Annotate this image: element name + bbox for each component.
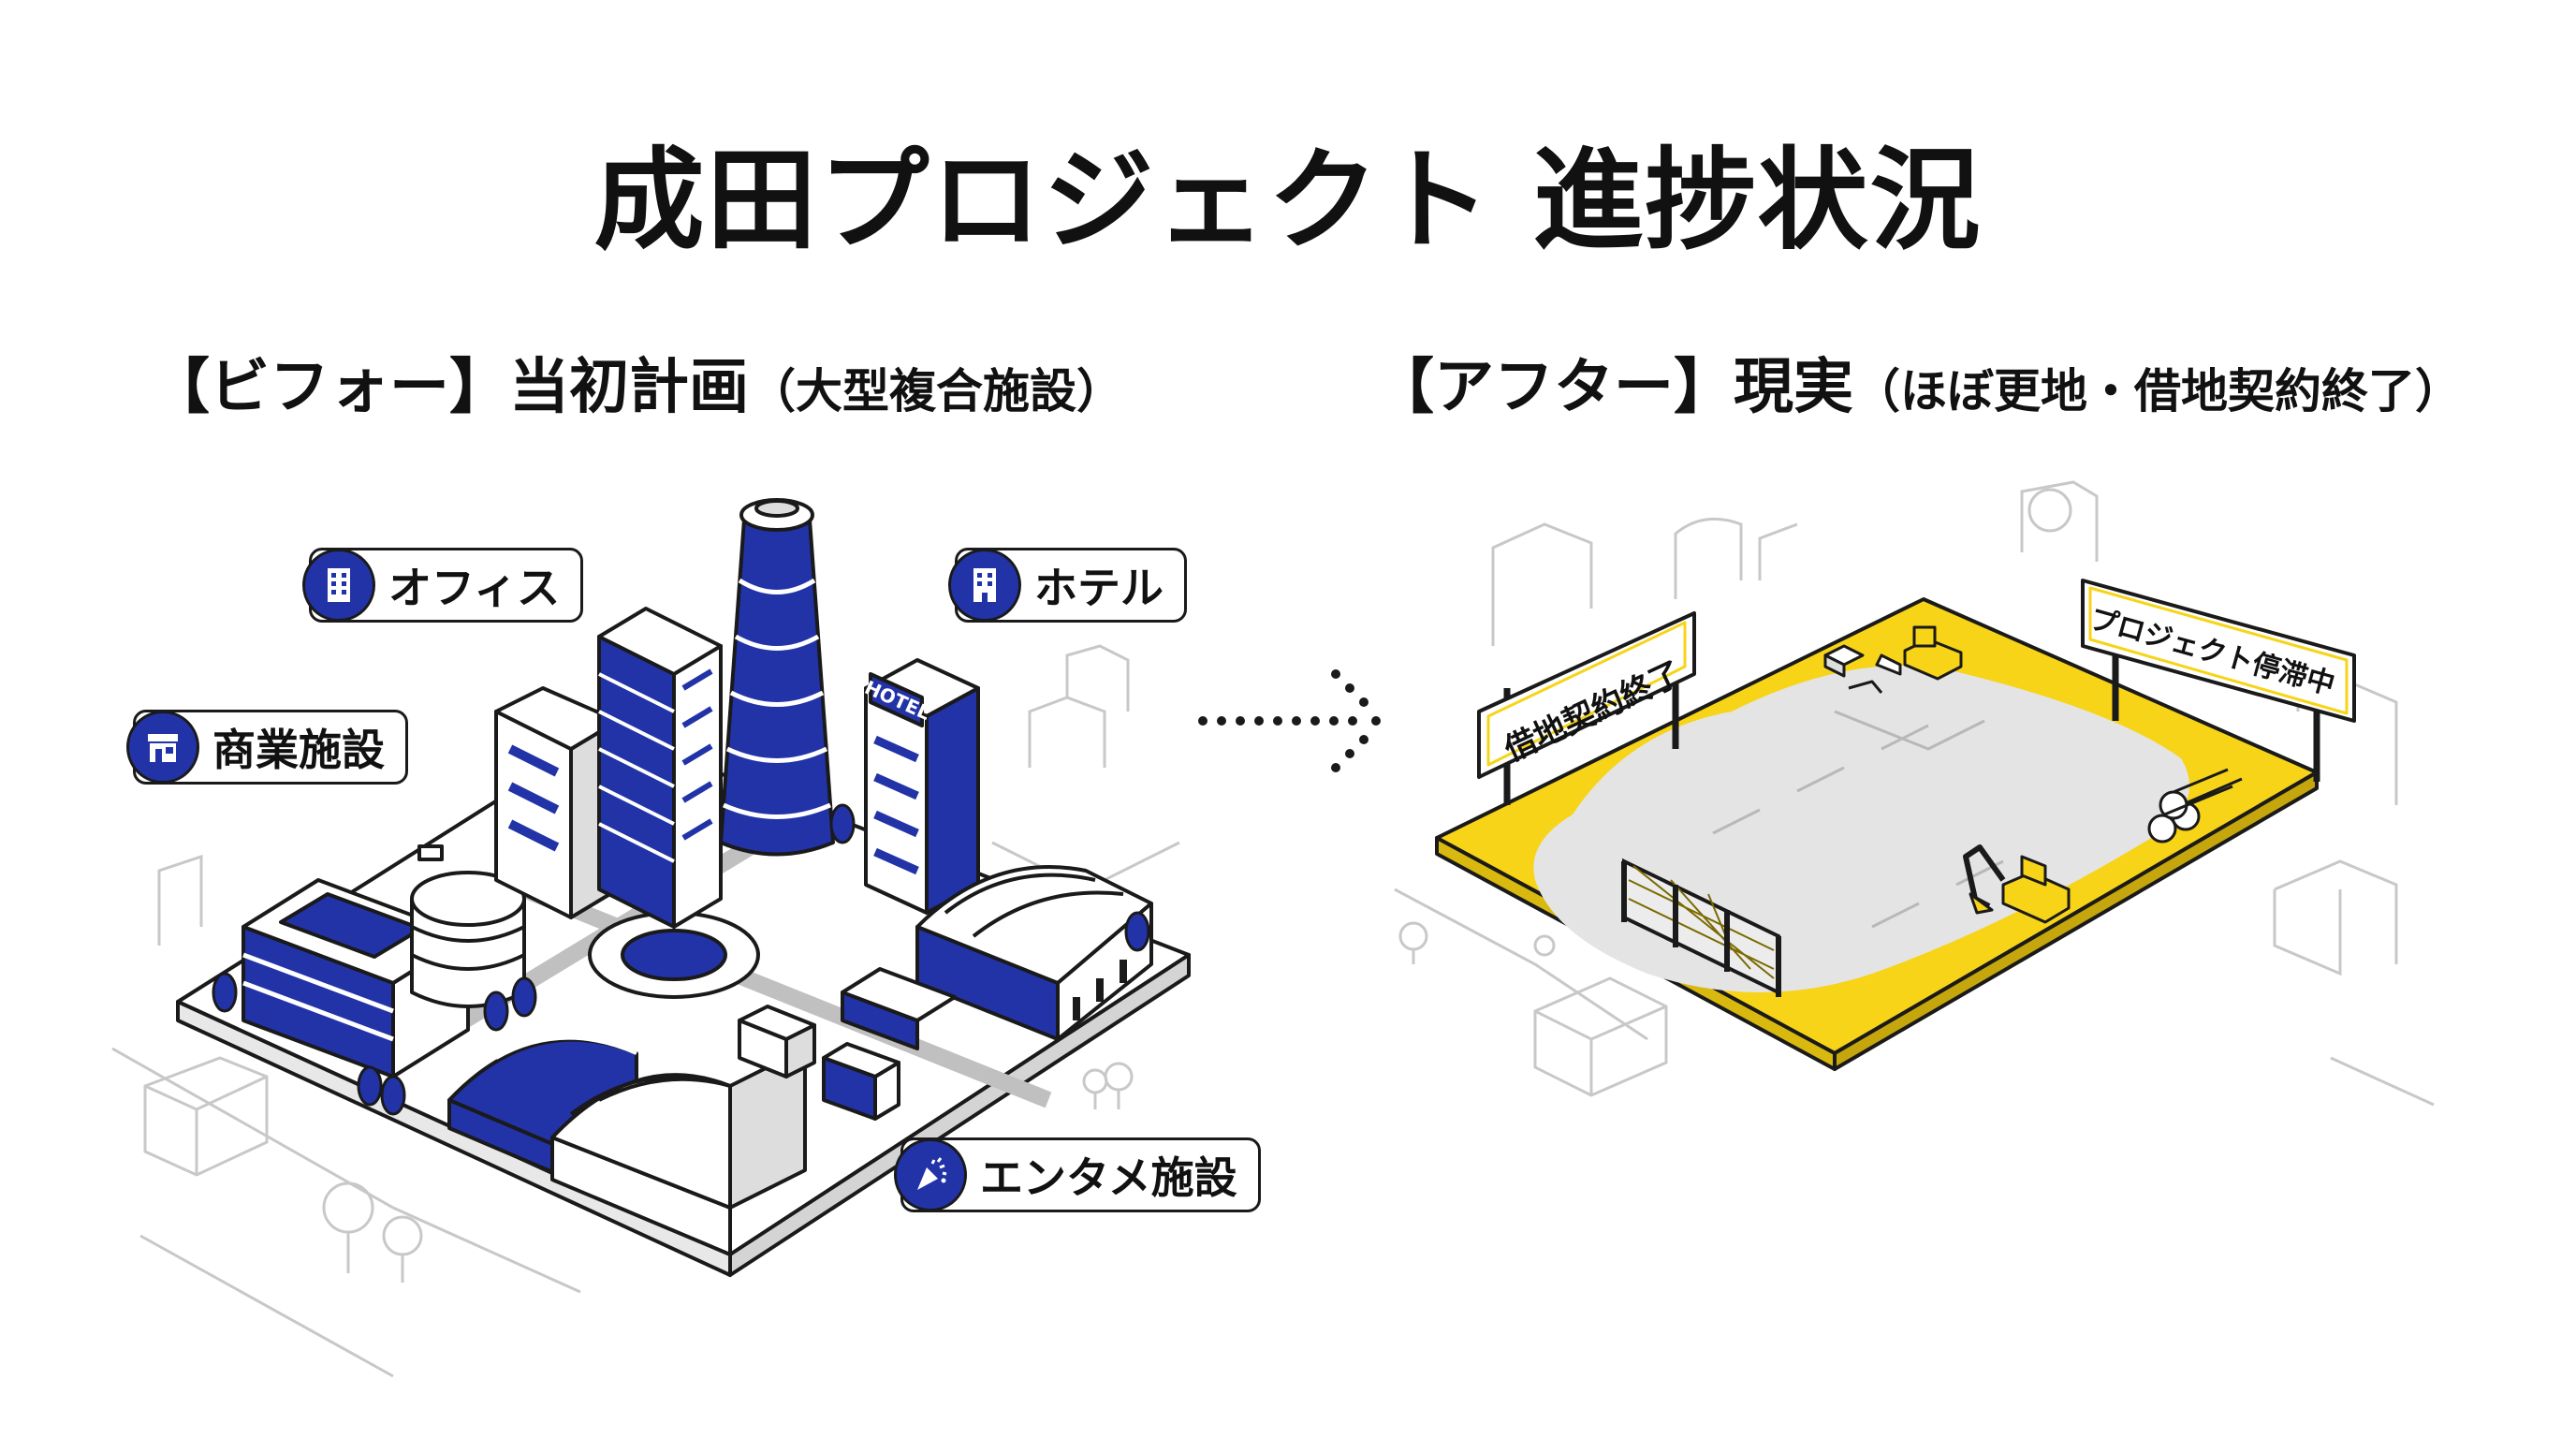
party-popper-icon [894, 1138, 967, 1211]
label-hotel-text: ホテル [1034, 563, 1164, 613]
label-commercial-text: 商業施設 [212, 725, 385, 775]
before-background-sketch [111, 644, 1180, 1378]
label-office-text: オフィス [388, 563, 561, 613]
spire-tower [719, 498, 835, 857]
entertainment-building [447, 1034, 807, 1256]
label-entertainment: エンタメ施設 [894, 1137, 1261, 1212]
before-heading-main: 【ビフォー】当初計画 [150, 353, 749, 422]
arena-building [915, 865, 1153, 1041]
label-office: オフィス [302, 548, 584, 623]
before-heading-sub: （大型複合施設） [749, 364, 1123, 418]
label-hotel: ホテル [948, 548, 1187, 623]
small-blocks [738, 967, 957, 1121]
transition-arrow [1198, 669, 1381, 772]
sign-project-stalled [2081, 579, 2356, 782]
after-heading-main: 【アフター】現実 [1374, 353, 1853, 422]
construction-equipment [1823, 625, 2243, 924]
trees [212, 803, 1150, 1116]
page-title: 成田プロジェクト 進捗状況 [593, 136, 1983, 265]
label-commercial: 商業施設 [126, 710, 408, 785]
hotel-building [864, 658, 980, 915]
after-heading-sub: （ほぼ更地・借地契約終了） [1853, 364, 2462, 418]
construction-fence [1621, 858, 1781, 997]
sign-lease-ended [1477, 611, 1696, 805]
after-heading: 【アフター】現実（ほぼ更地・借地契約終了） [1374, 339, 2462, 425]
after-background-sketch [1394, 480, 2435, 1107]
shop-icon [126, 711, 199, 784]
hotel-building-icon [948, 549, 1021, 622]
label-entertainment-text: エンタメ施設 [980, 1152, 1237, 1203]
before-heading: 【ビフォー】当初計画（大型複合施設） [150, 339, 1123, 425]
office-building [494, 607, 723, 929]
office-building-icon [302, 549, 375, 622]
